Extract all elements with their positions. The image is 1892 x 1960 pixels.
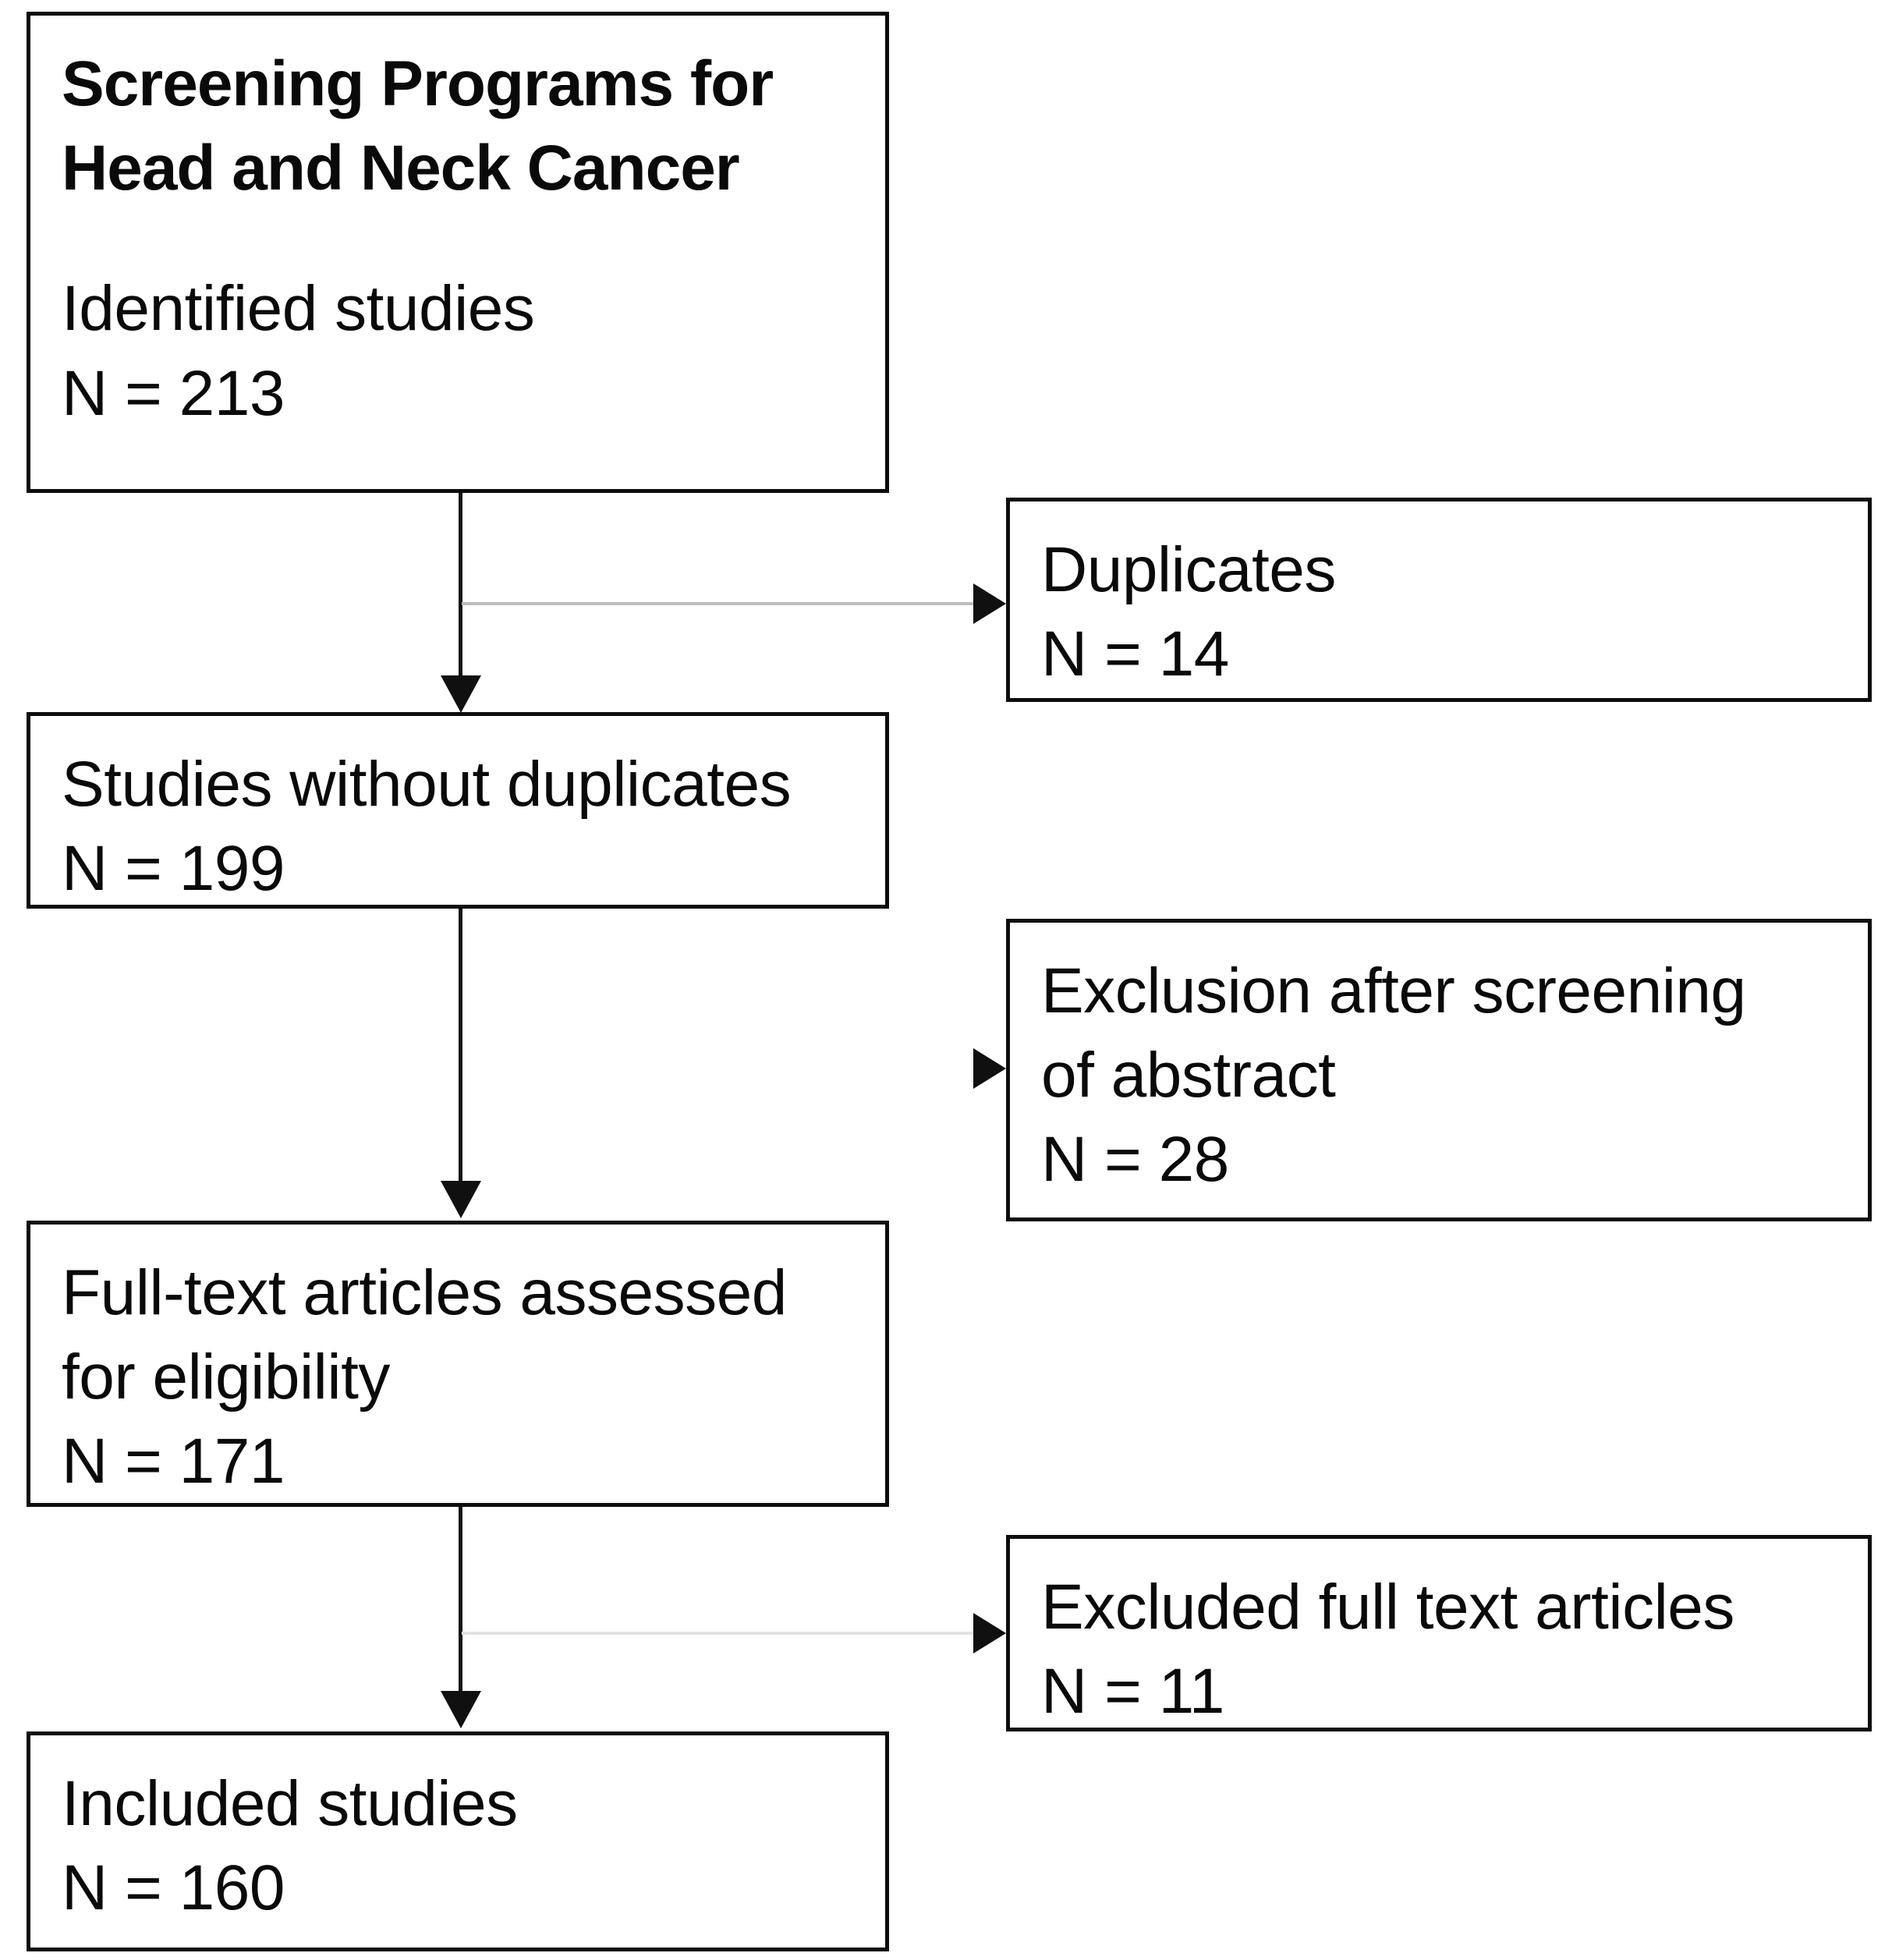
title-spacer: [62, 211, 854, 267]
arrow-down-icon-full-text-to-included: [441, 1691, 481, 1728]
arrow-right-icon-to-excluded-after-abstract: [973, 1048, 1006, 1089]
node-excluded-full-text[interactable]: Excluded full text articles N = 11: [1006, 1535, 1872, 1731]
full-text-assessed-label-line-2: for eligibility: [62, 1342, 390, 1413]
identified-studies-count: N = 213: [62, 357, 285, 429]
node-included-studies[interactable]: Included studies N = 160: [27, 1731, 889, 1951]
diagram-title-line-1: Screening Programs for: [62, 48, 774, 119]
included-studies-label: Included studies: [62, 1768, 518, 1839]
node-full-text-assessed[interactable]: Full-text articles assessed for eligibil…: [27, 1221, 889, 1507]
full-text-assessed-count: N = 171: [62, 1426, 285, 1497]
connector-full-text-to-excluded-full-text: [462, 1632, 973, 1635]
arrow-right-icon-to-duplicates: [973, 583, 1006, 624]
arrow-right-icon-to-excluded-full-text: [973, 1613, 1006, 1653]
excluded-after-abstract-label-line-1: Exclusion after screening: [1041, 955, 1746, 1026]
connector-identified-to-without-duplicates: [459, 493, 462, 680]
arrow-down-icon-without-duplicates-to-full-text: [441, 1181, 481, 1218]
node-studies-without-duplicates[interactable]: Studies without duplicates N = 199: [27, 712, 889, 909]
included-studies-count: N = 160: [62, 1852, 285, 1924]
node-duplicates[interactable]: Duplicates N = 14: [1006, 498, 1872, 702]
connector-without-duplicates-to-full-text: [459, 909, 462, 1183]
excluded-full-text-label: Excluded full text articles: [1041, 1572, 1734, 1643]
node-identified-studies[interactable]: Screening Programs for Head and Neck Can…: [27, 12, 889, 493]
connector-identified-to-duplicates: [462, 602, 973, 605]
identified-studies-label: Identified studies: [62, 273, 535, 345]
excluded-after-abstract-label-line-2: of abstract: [1041, 1040, 1336, 1111]
full-text-assessed-label-line-1: Full-text articles assessed: [62, 1257, 787, 1328]
connector-full-text-to-included: [459, 1507, 462, 1694]
excluded-full-text-count: N = 11: [1041, 1656, 1224, 1728]
studies-without-duplicates-count: N = 199: [62, 833, 285, 905]
diagram-title-line-2: Head and Neck Cancer: [62, 133, 740, 204]
duplicates-count: N = 14: [1041, 618, 1229, 690]
arrow-down-icon-identified-to-without-duplicates: [441, 675, 481, 713]
studies-without-duplicates-label: Studies without duplicates: [62, 749, 792, 820]
duplicates-label: Duplicates: [1041, 534, 1336, 605]
node-excluded-after-abstract[interactable]: Exclusion after screening of abstract N …: [1006, 919, 1872, 1221]
excluded-after-abstract-count: N = 28: [1041, 1124, 1229, 1196]
